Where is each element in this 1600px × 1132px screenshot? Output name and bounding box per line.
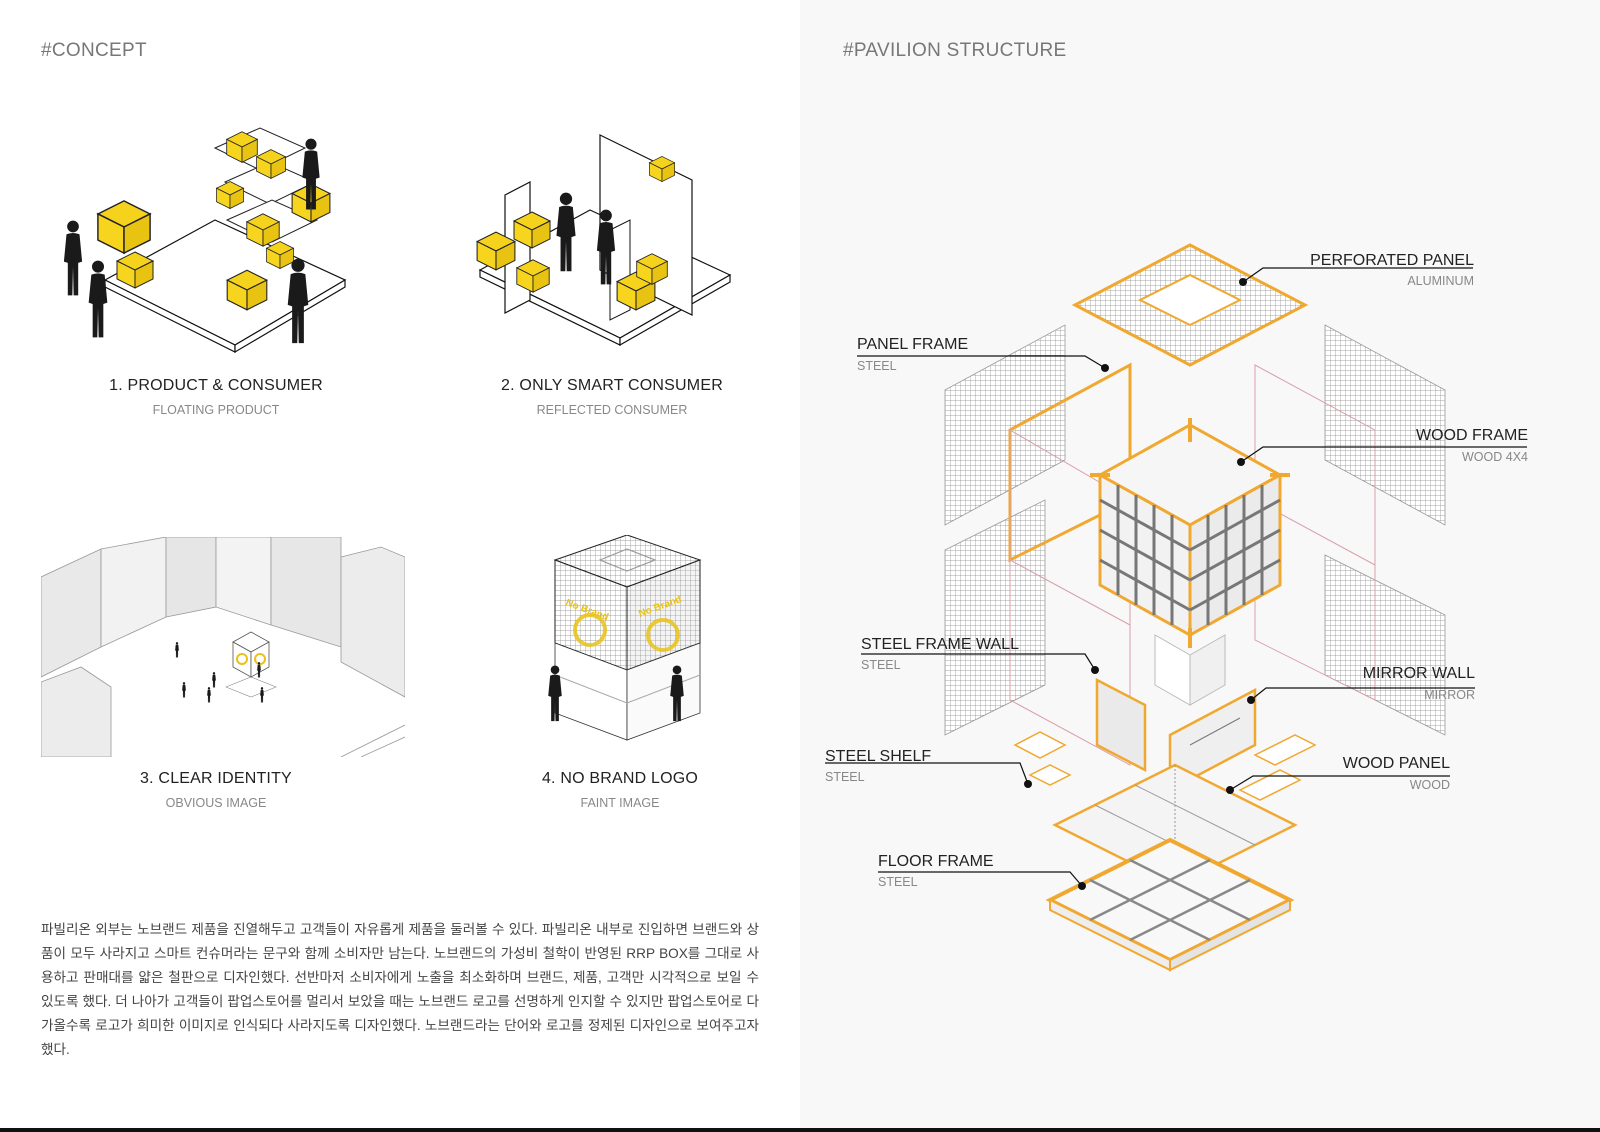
material-steel-shelf: STEEL bbox=[825, 770, 865, 784]
concept-item-title: 1. PRODUCT & CONSUMER bbox=[109, 377, 323, 394]
material-floor-frame: STEEL bbox=[878, 875, 918, 889]
product-consumer-illustration bbox=[63, 127, 347, 354]
label-perforated-panel: PERFORATED PANEL bbox=[1310, 252, 1474, 269]
concept-caption-3: 3. CLEAR IDENTITY OBVIOUS IMAGE bbox=[36, 770, 396, 810]
concept-item-title: 2. ONLY SMART CONSUMER bbox=[501, 377, 723, 394]
concept-item-subtitle: FLOATING PRODUCT bbox=[152, 403, 280, 417]
material-wood-frame: WOOD 4X4 bbox=[1462, 450, 1528, 464]
concept-item-title: 3. CLEAR IDENTITY bbox=[140, 770, 292, 787]
label-wood-frame: WOOD FRAME bbox=[1416, 427, 1528, 444]
label-panel-frame: PANEL FRAME bbox=[857, 336, 969, 353]
label-floor-frame: FLOOR FRAME bbox=[878, 853, 994, 870]
material-perforated-panel: ALUMINUM bbox=[1407, 274, 1474, 288]
structure-title: #PAVILION STRUCTURE bbox=[843, 40, 1067, 61]
concept-caption-2: 2. ONLY SMART CONSUMER REFLECTED CONSUME… bbox=[432, 377, 792, 417]
exploded-axonometric-diagram bbox=[825, 243, 1527, 972]
concept-title: #CONCEPT bbox=[41, 40, 147, 61]
clear-identity-illustration bbox=[41, 537, 405, 757]
label-steel-shelf: STEEL SHELF bbox=[825, 748, 932, 765]
bottom-rule bbox=[0, 1128, 1600, 1132]
concept-description: 파빌리온 외부는 노브랜드 제품을 진열해두고 고객들이 자유롭게 제품을 둘러… bbox=[41, 922, 759, 1057]
label-wood-panel: WOOD PANEL bbox=[1342, 755, 1450, 772]
material-panel-frame: STEEL bbox=[857, 359, 897, 373]
material-steel-frame-wall: STEEL bbox=[861, 658, 901, 672]
concept-item-subtitle: REFLECTED CONSUMER bbox=[536, 403, 688, 417]
label-steel-frame-wall: STEEL FRAME WALL bbox=[861, 636, 1019, 653]
no-brand-logo-illustration: No Brand No Brand bbox=[548, 535, 702, 741]
concept-panel: #CONCEPT 1. PRODUCT & CONSUMER FLOATING … bbox=[36, 40, 800, 1057]
material-wood-panel: WOOD bbox=[1409, 778, 1450, 792]
concept-item-subtitle: FAINT IMAGE bbox=[580, 796, 660, 810]
material-mirror-wall: MIRROR bbox=[1424, 688, 1475, 702]
label-mirror-wall: MIRROR WALL bbox=[1362, 665, 1475, 682]
concept-item-title: 4. NO BRAND LOGO bbox=[541, 770, 699, 787]
concept-caption-4: 4. NO BRAND LOGO FAINT IMAGE bbox=[440, 770, 800, 810]
concept-item-subtitle: OBVIOUS IMAGE bbox=[165, 796, 267, 810]
concept-caption-1: 1. PRODUCT & CONSUMER FLOATING PRODUCT bbox=[36, 377, 396, 417]
smart-consumer-illustration bbox=[476, 134, 732, 347]
structure-panel: #PAVILION STRUCTURE bbox=[800, 0, 1600, 1132]
